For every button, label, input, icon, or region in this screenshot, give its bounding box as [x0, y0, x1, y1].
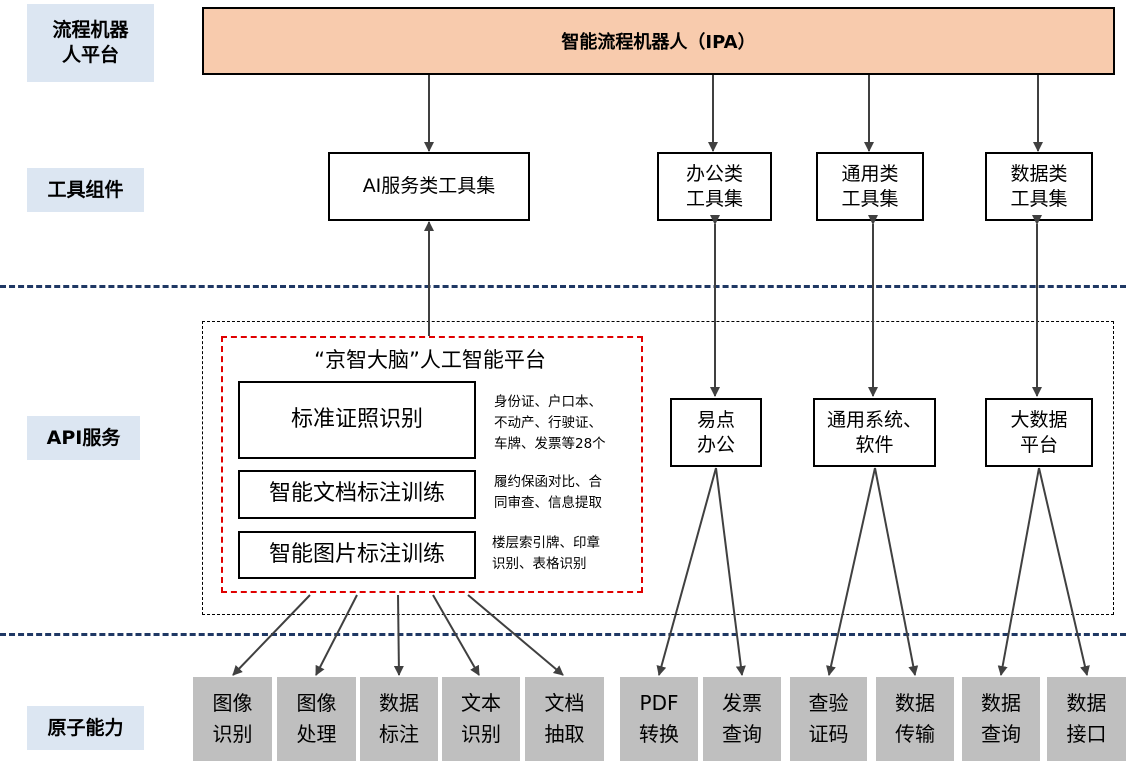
arrow-general-to-verify — [826, 467, 876, 676]
atom-data-query: 数据 查询 — [962, 677, 1040, 761]
atom-image-recognition: 图像 识别 — [193, 677, 272, 761]
jingzhi-platform-title: “京智大脑”人工智能平台 — [314, 348, 546, 372]
module-doc-annotation-label: 智能文档标注训练 — [268, 481, 445, 507]
arrow-office-to-invoice — [715, 467, 746, 676]
arrow-office-to-pdf — [656, 467, 717, 676]
arrow-bigdata-to-query — [997, 467, 1040, 676]
module-image-annotation: 智能图片标注训练 — [238, 531, 476, 579]
atom-image-processing: 图像 处理 — [277, 677, 356, 761]
atom-data-annotation: 数据 标注 — [360, 677, 438, 761]
ai-toolset-label: AI服务类工具集 — [362, 175, 496, 198]
atom-verify-code: 查验 证码 — [790, 677, 867, 761]
module-image-annotation-note: 楼层索引牌、印章 识别、表格识别 — [492, 535, 600, 572]
atom-invoice-query: 发票 查询 — [703, 677, 781, 761]
module-standard-license: 标准证照识别 — [238, 381, 476, 459]
layer-label-atomic: 原子能力 — [27, 706, 144, 750]
office-api-box: 易点 办公 — [670, 398, 762, 467]
atom-data-transfer: 数据 传输 — [876, 677, 954, 761]
module-image-annotation-label: 智能图片标注训练 — [268, 541, 445, 567]
arrow-platform-to-image-processing — [315, 594, 358, 676]
module-doc-annotation-note: 履约保函对比、合 同审查、信息提取 — [494, 474, 602, 511]
arrow-general-to-transfer — [874, 467, 919, 676]
atom-document-extraction: 文档 抽取 — [525, 677, 604, 761]
module-standard-license-note: 身份证、户口本、 不动产、行驶证、 车牌、发票等28个 — [494, 394, 606, 452]
jingzhi-platform-frame — [221, 336, 643, 593]
bigdata-api-box: 大数据 平台 — [985, 398, 1093, 467]
atom-text-recognition: 文本 识别 — [442, 677, 520, 761]
module-standard-license-label: 标准证照识别 — [290, 406, 423, 432]
atom-pdf-conversion: PDF 转换 — [620, 677, 698, 761]
separator-line-upper — [0, 285, 1126, 288]
ipa-box: 智能流程机器人（IPA） — [202, 7, 1115, 75]
module-doc-annotation: 智能文档标注训练 — [238, 470, 476, 519]
arrow-platform-to-image-recognition — [232, 594, 311, 676]
layer-label-api: API服务 — [27, 416, 140, 460]
layer-label-tools: 工具组件 — [27, 168, 144, 212]
ai-toolset-box: AI服务类工具集 — [328, 152, 530, 221]
arrow-platform-to-text-recognition — [432, 594, 480, 676]
api-services-frame — [202, 321, 1114, 615]
office-toolset-box: 办公类 工具集 — [657, 152, 772, 221]
layer-label-platform: 流程机器 人平台 — [27, 4, 154, 82]
arrow-platform-to-document-extraction — [467, 594, 564, 676]
separator-line-lower — [0, 633, 1126, 636]
general-toolset-box: 通用类 工具集 — [816, 152, 924, 221]
atom-data-interface: 数据 接口 — [1047, 677, 1126, 761]
ipa-title: 智能流程机器人（IPA） — [561, 32, 756, 53]
arrow-platform-to-data-annotation — [393, 594, 404, 676]
general-api-box: 通用系统、 软件 — [813, 398, 936, 467]
arrow-bigdata-to-interface — [1038, 467, 1090, 676]
